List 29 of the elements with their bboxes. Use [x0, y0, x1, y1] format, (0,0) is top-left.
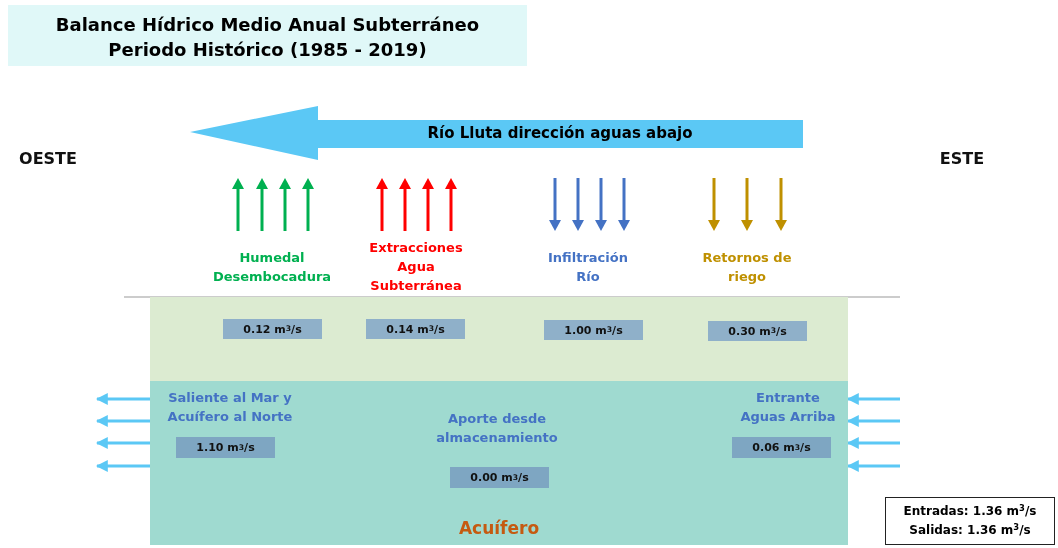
flow-value: 0.14 m$^{3}$/s: [366, 319, 465, 339]
flow-arrow: [95, 393, 150, 405]
flow-label: Entrante Aguas Arriba: [739, 389, 837, 426]
flow-label: Aporte desde almacenamiento: [435, 410, 559, 447]
river-arrow: [190, 106, 803, 160]
flow-label: Infiltración Río: [547, 249, 629, 286]
flow-arrow: [95, 460, 150, 472]
flow-value: 0.12 m$^{3}$/s: [223, 319, 322, 339]
flow-value: 1.00 m$^{3}$/s: [544, 320, 643, 340]
flow-value: 1.10 m$^{3}$/s: [176, 437, 275, 458]
direction-label: OESTE: [18, 148, 78, 170]
title: Balance Hídrico Medio Anual Subterráneo Periodo Histórico (1985 - 2019): [8, 5, 527, 66]
direction-label: ESTE: [938, 148, 986, 170]
flow-arrow: [95, 415, 150, 427]
totals-box: [885, 497, 1055, 545]
flow-label: Saliente al Mar y Acuífero al Norte: [166, 389, 294, 426]
aquifer-band: [150, 381, 848, 545]
soil-band: [150, 297, 848, 381]
total-text: Salidas: 1.36 m$^{3}$/s: [908, 521, 1032, 539]
river-label: Río Lluta dirección aguas abajo: [426, 123, 694, 144]
aquifer-label: Acuífero: [457, 517, 541, 539]
flow-label: Humedal Desembocadura: [211, 249, 333, 286]
total-text: Entradas: 1.36 m$^{3}$/s: [902, 502, 1038, 520]
flow-value: 0.06 m$^{3}$/s: [732, 437, 831, 458]
flow-label: Extracciones Agua Subterránea: [368, 239, 464, 295]
flow-value: 0.30 m$^{3}$/s: [708, 321, 807, 341]
flow-arrow: [95, 437, 150, 449]
flow-value: 0.00 m$^{3}$/s: [450, 467, 549, 488]
flow-label: Retornos de riego: [701, 249, 793, 286]
